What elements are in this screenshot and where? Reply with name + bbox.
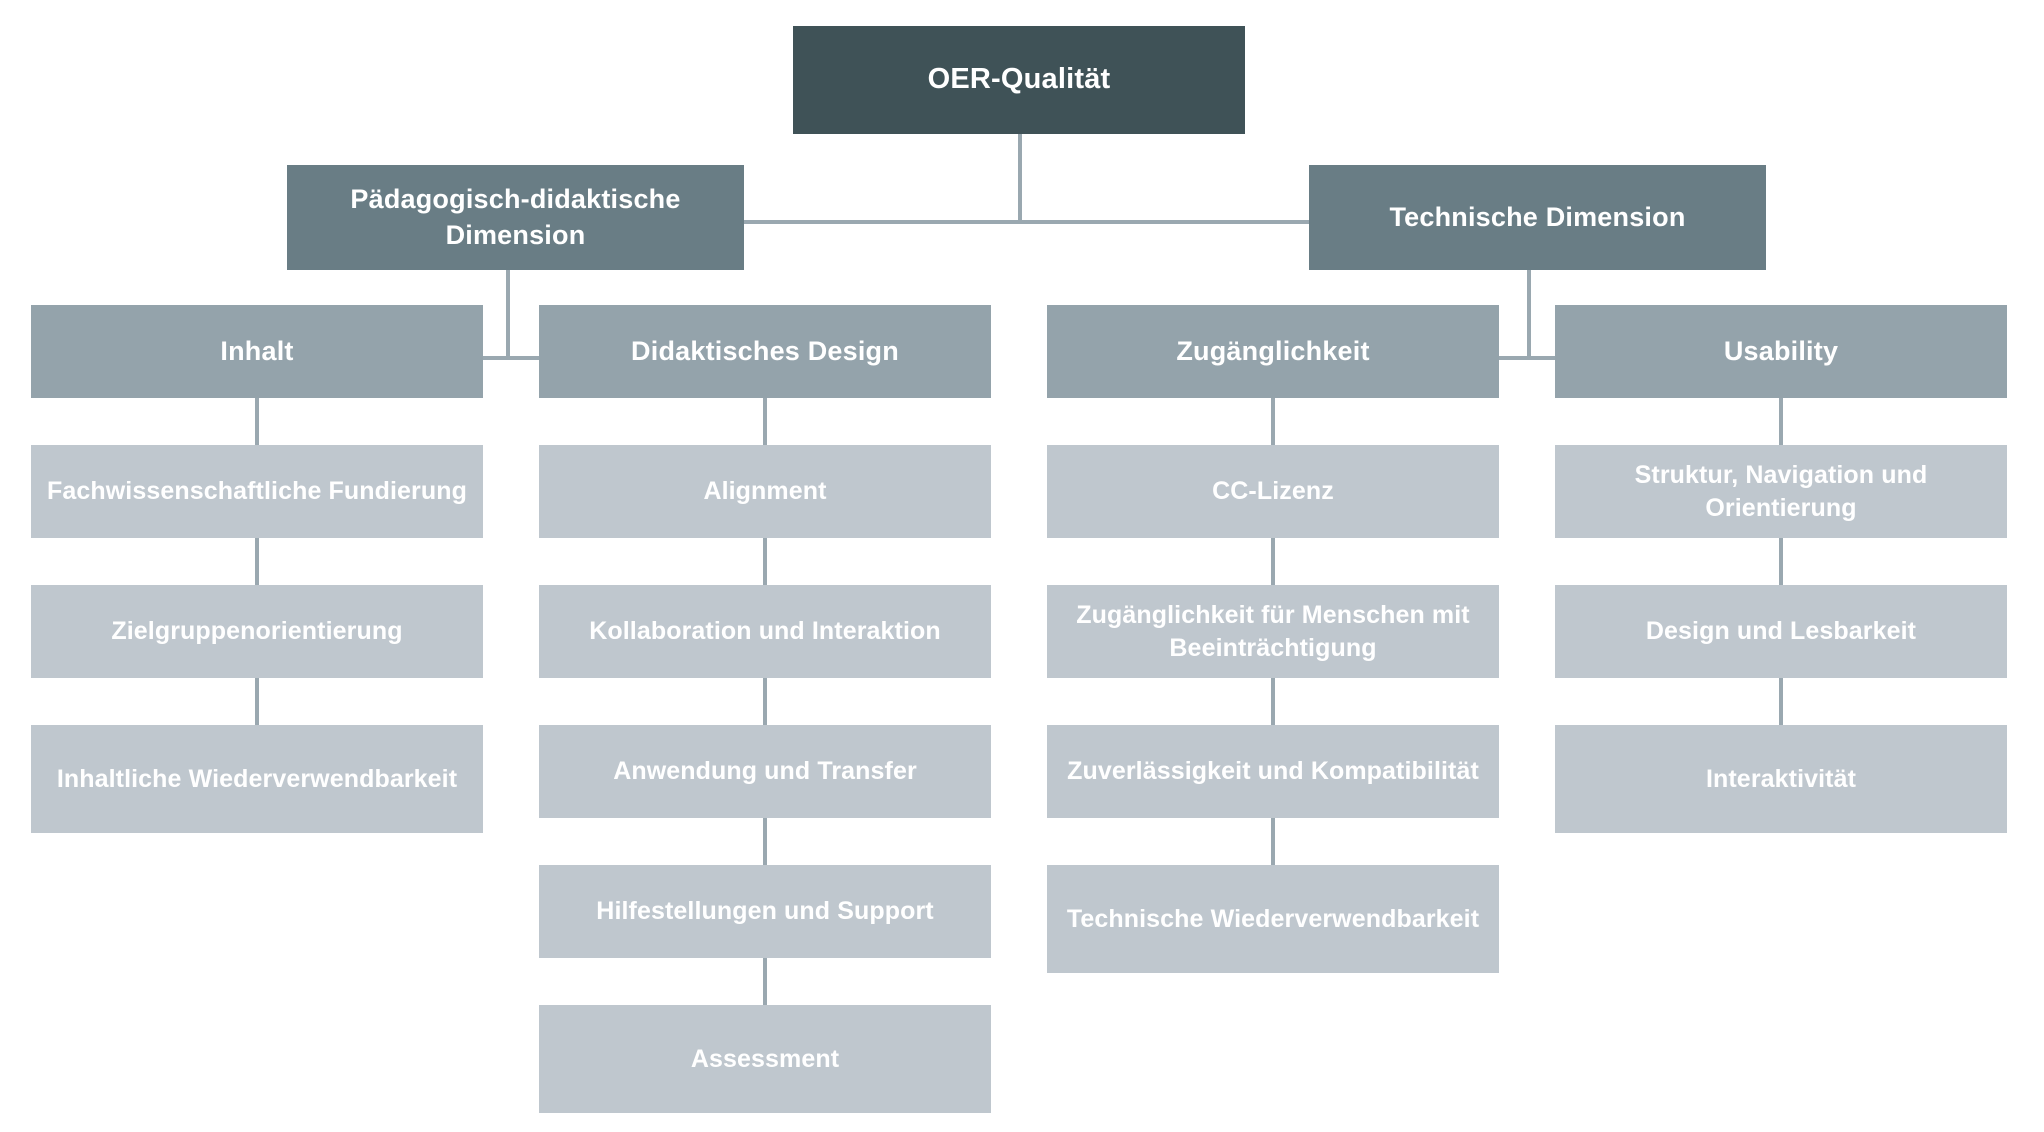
node-leaf-label: Struktur, Navigation und Orientierung — [1634, 461, 1928, 522]
node-leaf-zuverlaessigkeit-und-kompatibilitaet[interactable]: Zuverlässigkeit und Kompatibilität — [1047, 725, 1499, 818]
node-category-usability[interactable]: Usability — [1555, 305, 2007, 398]
node-category-label: Didaktisches Design — [631, 335, 899, 366]
node-root-oer-qualitaet[interactable]: OER-Qualität — [793, 26, 1245, 134]
node-category-zugaenglichkeit[interactable]: Zugänglichkeit — [1047, 305, 1499, 398]
node-leaf-kollaboration-und-interaktion[interactable]: Kollaboration und Interaktion — [539, 585, 991, 678]
node-dimension-paedagogisch-didaktisch[interactable]: Pädagogisch-didaktische Dimension — [287, 165, 744, 270]
connector-category-bus-left — [472, 356, 542, 360]
node-root-label: OER-Qualität — [927, 63, 1111, 96]
node-leaf-label: Zuverlässigkeit und Kompatibilität — [1067, 757, 1479, 786]
node-leaf-label: Alignment — [703, 477, 827, 506]
connector-right-dimension-stem — [1527, 268, 1531, 360]
node-category-label: Usability — [1723, 335, 1839, 366]
node-dimension-label: Technische Dimension — [1389, 201, 1686, 232]
node-leaf-struktur-navigation-orientierung[interactable]: Struktur, Navigation und Orientierung — [1555, 445, 2007, 538]
node-leaf-label: Kollaboration und Interaktion — [589, 617, 941, 646]
node-leaf-zielgruppenorientierung[interactable]: Zielgruppenorientierung — [31, 585, 483, 678]
node-leaf-label: Interaktivität — [1705, 764, 1857, 793]
node-leaf-alignment[interactable]: Alignment — [539, 445, 991, 538]
node-leaf-cc-lizenz[interactable]: CC-Lizenz — [1047, 445, 1499, 538]
node-leaf-label: Inhaltliche Wiederverwendbarkeit — [56, 764, 458, 793]
connector-category-bus-right — [1493, 356, 1563, 360]
node-category-label: Zugänglichkeit — [1176, 335, 1370, 366]
connector-column-spine-3 — [1271, 398, 1275, 973]
node-leaf-design-und-lesbarkeit[interactable]: Design und Lesbarkeit — [1555, 585, 2007, 678]
node-leaf-label: Anwendung und Transfer — [613, 757, 917, 786]
node-leaf-hilfestellungen-und-support[interactable]: Hilfestellungen und Support — [539, 865, 991, 958]
node-leaf-fachwissenschaftliche-fundierung[interactable]: Fachwissenschaftliche Fundierung — [31, 445, 483, 538]
node-leaf-label: Fachwissenschaftliche Fundierung — [47, 477, 467, 506]
node-category-label: Inhalt — [220, 335, 294, 366]
node-leaf-label: Assessment — [690, 1044, 840, 1073]
node-leaf-label: CC-Lizenz — [1212, 477, 1334, 506]
node-leaf-inhaltliche-wiederverwendbarkeit[interactable]: Inhaltliche Wiederverwendbarkeit — [31, 725, 483, 833]
node-dimension-technisch[interactable]: Technische Dimension — [1309, 165, 1766, 270]
connector-dimension-bus — [508, 220, 1529, 224]
node-leaf-assessment[interactable]: Assessment — [539, 1005, 991, 1113]
node-leaf-label: Zugänglichkeit für Menschen mit Beeinträ… — [1076, 601, 1470, 662]
node-leaf-zugaenglichkeit-beeintraechtigung[interactable]: Zugänglichkeit für Menschen mit Beeinträ… — [1047, 585, 1499, 678]
node-leaf-technische-wiederverwendbarkeit[interactable]: Technische Wiederverwendbarkeit — [1047, 865, 1499, 973]
node-leaf-label: Technische Wiederverwendbarkeit — [1066, 904, 1480, 933]
node-leaf-label: Design und Lesbarkeit — [1645, 617, 1917, 646]
node-leaf-interaktivitaet[interactable]: Interaktivität — [1555, 725, 2007, 833]
connector-root-stem — [1018, 133, 1022, 222]
node-category-didaktisches-design[interactable]: Didaktisches Design — [539, 305, 991, 398]
node-leaf-anwendung-und-transfer[interactable]: Anwendung und Transfer — [539, 725, 991, 818]
node-dimension-label: Pädagogisch-didaktische Dimension — [350, 184, 681, 250]
connector-left-dimension-stem — [506, 268, 510, 360]
node-leaf-label: Zielgruppenorientierung — [111, 617, 403, 646]
node-leaf-label: Hilfestellungen und Support — [596, 897, 934, 926]
node-category-inhalt[interactable]: Inhalt — [31, 305, 483, 398]
